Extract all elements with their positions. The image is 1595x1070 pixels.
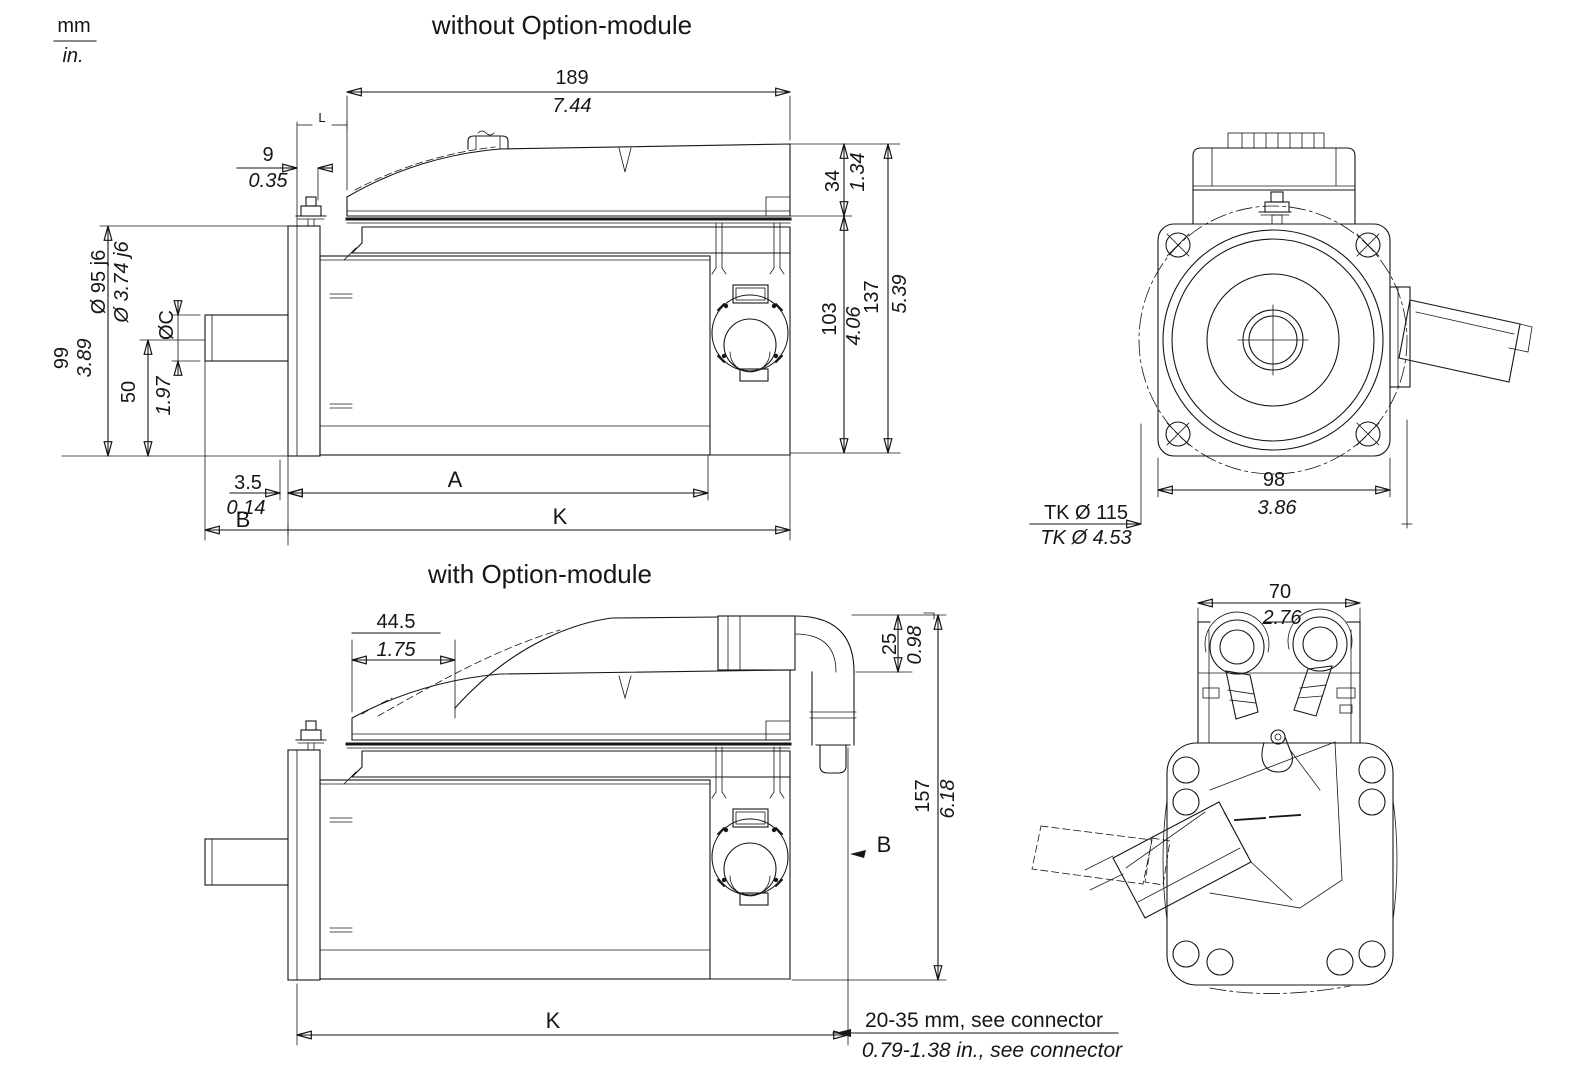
dim-B2-label: B [877, 832, 892, 857]
dim-137-in: 5.39 [889, 275, 911, 314]
shaft-crosshair [1237, 304, 1309, 376]
dim-K2-label: K [546, 1008, 561, 1033]
dim-157-in: 6.18 [937, 780, 959, 819]
dim-L-label: L [318, 110, 325, 125]
dim-50-mm: 50 [118, 381, 140, 403]
dim-103-mm: 103 [819, 302, 841, 335]
mating-connector-clearance [1031, 825, 1171, 886]
dim-A-label: A [448, 467, 463, 492]
power-connector-side-2 [711, 808, 789, 906]
units-mm-label: mm [57, 15, 90, 37]
rear-view-with-module: 70 2.76 [1084, 581, 1398, 994]
tk-circle-callout: TK Ø 115 TK Ø 4.53 [1029, 419, 1413, 549]
power-connector-side [711, 284, 789, 382]
connector-note-in: 0.79-1.38 in., see connector [862, 1039, 1123, 1062]
dim-34-in: 1.34 [847, 153, 869, 192]
units-in-label: in. [62, 45, 83, 67]
dim-tk-in: TK Ø 4.53 [1040, 527, 1131, 549]
dim-137-mm: 137 [861, 280, 883, 313]
dim-44p5-in: 1.75 [377, 639, 417, 661]
side-view-without-module [204, 130, 792, 457]
tk-bolt-circle [1138, 205, 1408, 475]
dim-50-in: 1.97 [153, 376, 175, 416]
dim-tk-mm: TK Ø 115 [1044, 502, 1128, 524]
dim-189-mm: 189 [555, 67, 588, 89]
dim-189-in: 7.44 [553, 95, 592, 117]
option-module-rear [1197, 621, 1361, 744]
dim-99-in: 3.89 [74, 339, 96, 378]
connector-note-mm: 20-35 mm, see connector [865, 1009, 1103, 1032]
side-view-with-module-dimensions: 44.5 1.75 25 0.98 157 6.18 B K 20-35 mm,… [296, 611, 1123, 1062]
dim-shaft-dia-label: ØC [156, 310, 178, 340]
title-without-module: without Option-module [431, 10, 692, 40]
angled-plug [1084, 801, 1293, 919]
units-indicator: mm in. [53, 15, 97, 67]
dim-9-in: 0.35 [249, 170, 289, 192]
side-view-with-module [204, 615, 1171, 981]
ring-terminals [1204, 608, 1353, 720]
dim-98-mm: 98 [1263, 469, 1285, 491]
dim-B-label: B [236, 507, 251, 532]
dim-157-mm: 157 [912, 779, 934, 812]
dim-K-label: K [553, 504, 568, 529]
title-with-module: with Option-module [427, 559, 652, 589]
terminal-block-front [1192, 132, 1356, 225]
latch-detail [1209, 729, 1343, 909]
power-connector-stub-front [1389, 286, 1533, 388]
side-view-without-module-dimensions: 189 7.44 9 0.35 L ØC 50 1.97 99 3.89 Ø 9 [51, 67, 911, 546]
dim-3p5-mm: 3.5 [234, 472, 262, 494]
dim-spigot-in: Ø 3.74 j6 [111, 241, 133, 324]
eye-bolt-2 [295, 720, 327, 751]
dim-99-mm: 99 [51, 347, 73, 369]
front-view: 98 3.86 TK Ø 115 TK Ø 4.53 [1029, 132, 1533, 549]
rear-flange-holes [1172, 756, 1386, 976]
eye-bolt [295, 196, 327, 227]
dim-103-in: 4.06 [843, 306, 865, 346]
dim-9-mm: 9 [262, 144, 273, 166]
dim-25-in: 0.98 [904, 626, 926, 665]
dim-25-mm: 25 [879, 633, 901, 655]
elbow-connector [717, 615, 857, 774]
dim-70-in: 2.76 [1262, 607, 1303, 629]
eye-bolt-front [1258, 191, 1292, 225]
dim-3p5-in: 0.14 [227, 497, 266, 519]
dim-70-mm: 70 [1269, 581, 1291, 603]
flange-holes [1165, 232, 1381, 447]
dim-spigot-mm: Ø 95 j6 [88, 250, 110, 314]
dim-44p5-mm: 44.5 [377, 611, 416, 633]
dim-34-mm: 34 [822, 170, 844, 192]
dim-98-in: 3.86 [1258, 497, 1298, 519]
